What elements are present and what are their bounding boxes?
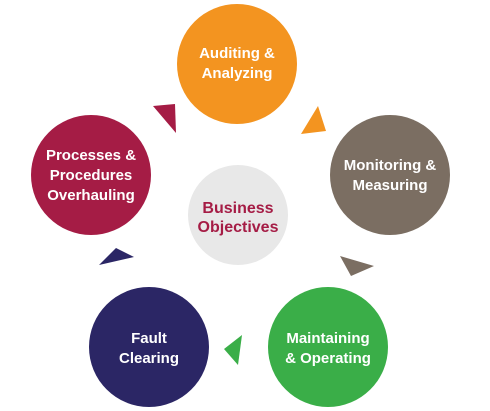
node-label-fault-line-2: Clearing	[119, 350, 179, 367]
node-label-processes-line-3: Overhauling	[47, 187, 135, 204]
node-label-auditing-line-2: Analyzing	[202, 65, 273, 82]
node-label-auditing-line-1: Auditing &	[199, 45, 275, 62]
arrow-maintaining-to-fault	[224, 335, 242, 365]
node-label-monitoring-line-2: Measuring	[352, 177, 427, 194]
node-label-processes-line-1: Processes &	[46, 147, 136, 164]
node-maintaining-operating: Maintaining & Operating	[268, 287, 388, 407]
node-auditing-analyzing: Auditing & Analyzing	[177, 4, 297, 124]
arrow-fault-to-processes	[99, 248, 134, 265]
node-monitoring-measuring: Monitoring & Measuring	[330, 115, 450, 235]
node-processes-procedures-overhauling: Processes & Procedures Overhauling	[31, 115, 151, 235]
center-node-business-objectives: Business Objectives	[188, 165, 288, 265]
node-label-maintaining-line-1: Maintaining	[286, 330, 369, 347]
arrow-processes-to-auditing	[153, 104, 176, 133]
node-circle-maintaining	[268, 287, 388, 407]
node-circle-auditing	[177, 4, 297, 124]
node-circle-fault	[89, 287, 209, 407]
node-fault-clearing: Fault Clearing	[89, 287, 209, 407]
arrow-auditing-to-monitoring	[301, 106, 326, 134]
arrow-monitoring-to-maintaining	[340, 256, 374, 276]
node-label-fault-line-1: Fault	[131, 330, 167, 347]
node-circle-processes	[31, 115, 151, 235]
node-label-processes-line-2: Procedures	[50, 167, 133, 184]
center-label-line-1: Business	[202, 200, 273, 217]
node-circle-monitoring	[330, 115, 450, 235]
center-label-line-2: Objectives	[198, 219, 279, 236]
node-label-maintaining-line-2: & Operating	[285, 350, 371, 367]
node-label-monitoring-line-1: Monitoring &	[344, 157, 437, 174]
center-circle	[188, 165, 288, 265]
